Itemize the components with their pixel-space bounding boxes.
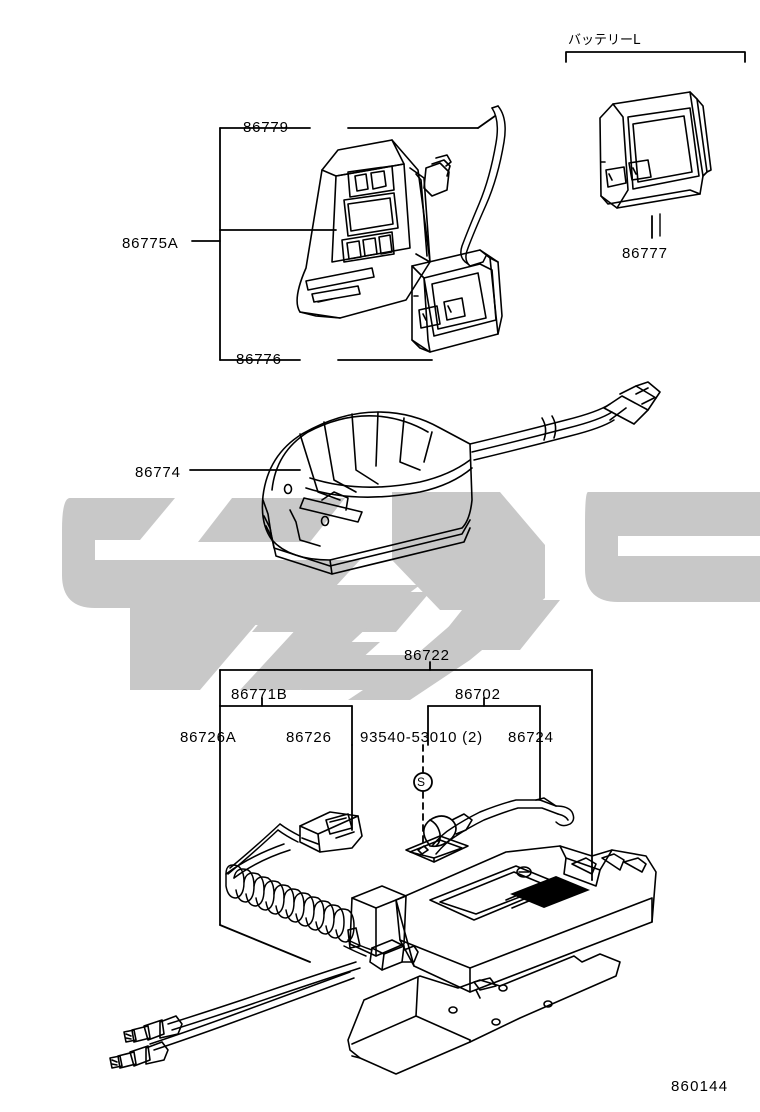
screw-marker-label: S	[417, 775, 426, 789]
part-86726A-coil-cord	[109, 843, 373, 1069]
callout-86775A[interactable]: 86775A	[122, 235, 179, 252]
callout-86776[interactable]: 86776	[236, 351, 282, 368]
callout-93540-53010[interactable]: 93540-53010 (2)	[360, 729, 483, 746]
part-86775A-handset	[296, 105, 506, 319]
part-86776-battery	[411, 249, 503, 353]
bracket-tree-lower	[219, 661, 593, 963]
callout-86777[interactable]: 86777	[622, 245, 668, 262]
part-86726-connector	[227, 811, 363, 875]
callout-86724[interactable]: 86724	[508, 729, 554, 746]
callout-86726[interactable]: 86726	[286, 729, 332, 746]
leader-lines-upper	[191, 115, 653, 361]
callout-86726A[interactable]: 86726A	[180, 729, 237, 746]
part-86702-antenna-cable	[405, 799, 575, 863]
diagram-id-number: 860144	[671, 1078, 729, 1095]
callout-86774[interactable]: 86774	[135, 464, 181, 481]
part-86724-bracket	[535, 797, 557, 807]
callout-86702[interactable]: 86702	[455, 686, 501, 703]
bracket-battery-l	[565, 51, 746, 63]
callout-86722[interactable]: 86722	[404, 647, 450, 664]
part-86774-charger	[261, 381, 661, 575]
part-86777-battery	[599, 91, 712, 237]
group-caption-battery-l: バッテリーL	[568, 33, 641, 48]
part-86722-transceiver	[347, 845, 657, 1075]
callout-86779[interactable]: 86779	[243, 119, 289, 136]
callout-86771B[interactable]: 86771B	[231, 686, 288, 703]
